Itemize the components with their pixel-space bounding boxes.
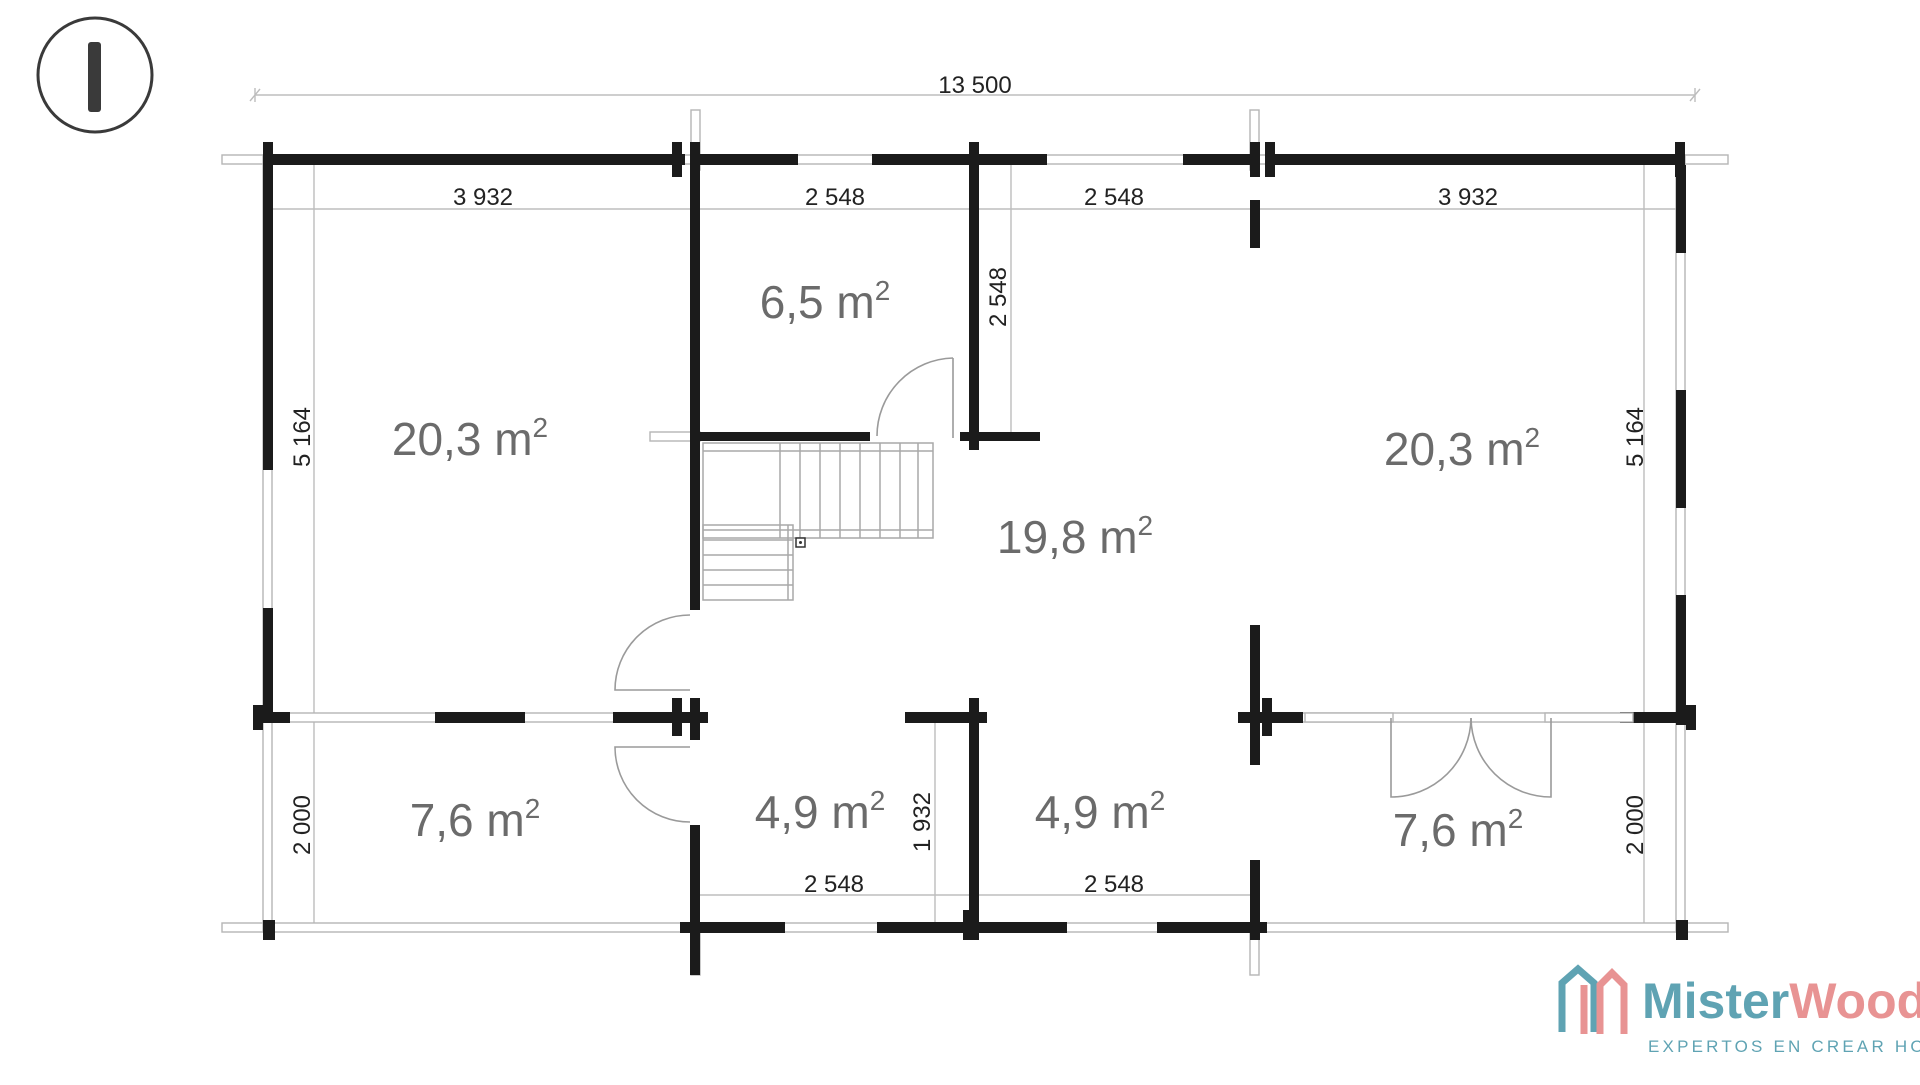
- dim-top-segment-3: 2 548: [1084, 184, 1144, 211]
- room-area-right: 20,3 m2: [1384, 422, 1540, 475]
- room-area-living: 19,8 m2: [997, 510, 1153, 563]
- room-area-left: 20,3 m2: [392, 412, 548, 465]
- walls: [253, 142, 1696, 975]
- floor-marker-icon: [88, 42, 101, 112]
- dim-top-segment-4: 3 932: [1438, 184, 1498, 211]
- dim-top-segment-1: 3 932: [453, 184, 513, 211]
- floor-marker-badge: I: [36, 16, 154, 134]
- room-area-hall-left: 4,9 m2: [755, 785, 886, 838]
- dim-inner-wall: 2 548: [985, 267, 1012, 327]
- dim-bottom-inner: 1 932: [909, 792, 936, 852]
- dim-bottom-segment-2: 2 548: [1084, 871, 1144, 898]
- dim-bottom-segment-1: 2 548: [804, 871, 864, 898]
- dim-right-depth: 5 164: [1622, 407, 1649, 467]
- doors: [614, 357, 1634, 823]
- brand-logo-icon: [1558, 964, 1628, 1034]
- dimension-labels: 13 500 3 932 2 548 2 548 3 932 5 164 5 1…: [289, 72, 1649, 898]
- brand-name: MisterWood: [1642, 973, 1920, 1029]
- dim-left-front: 2 000: [289, 795, 316, 855]
- dim-top-segment-2: 2 548: [805, 184, 865, 211]
- staircase: [702, 442, 934, 601]
- room-area-labels: 20,3 m2 6,5 m2 19,8 m2 20,3 m2 7,6 m2 4,…: [392, 275, 1540, 856]
- room-area-terrace-left: 7,6 m2: [410, 793, 541, 846]
- dim-right-front: 2 000: [1622, 795, 1649, 855]
- room-area-terrace-right: 7,6 m2: [1393, 803, 1524, 856]
- room-area-hall-right: 4,9 m2: [1035, 785, 1166, 838]
- dim-overall-width: 13 500: [938, 72, 1011, 99]
- brand-logo: MisterWood EXPERTOS EN CREAR HOGAR: [1558, 964, 1920, 1056]
- room-area-small: 6,5 m2: [760, 275, 891, 328]
- brand-tagline: EXPERTOS EN CREAR HOGAR: [1648, 1037, 1920, 1056]
- dim-left-depth: 5 164: [289, 407, 316, 467]
